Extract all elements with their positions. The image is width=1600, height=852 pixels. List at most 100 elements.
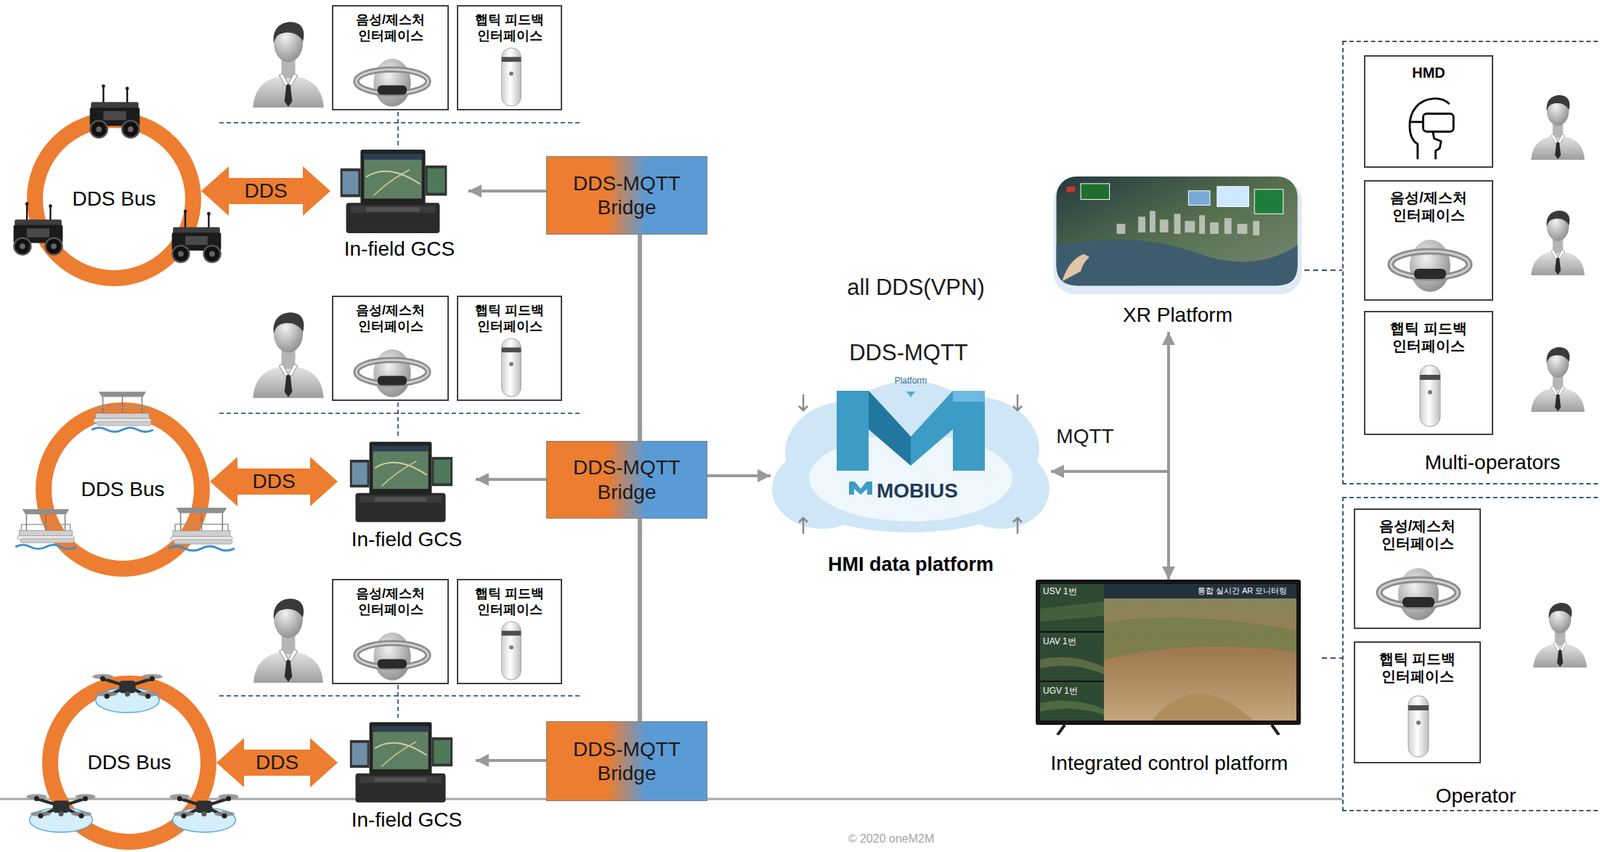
- edge-label: DDS: [250, 470, 297, 494]
- node-text: 음성/제스처 인터페이스: [1366, 517, 1469, 552]
- ground-control-station: In-field GCS: [337, 719, 476, 836]
- dds-bus-ring: DDS Bus: [42, 675, 217, 850]
- monitor-picture: [1035, 579, 1301, 735]
- haptic-picture: [501, 338, 522, 397]
- bridge-box: DDS-MQTT Bridge: [546, 156, 708, 235]
- node-text: 햅틱 피드백 인터페이스: [462, 302, 558, 335]
- node-text: 음성/제스처 인터페이스: [343, 302, 438, 335]
- node-text: USV 1번: [1042, 586, 1102, 597]
- headset-picture: [1390, 239, 1470, 292]
- boat-picture: [15, 509, 77, 550]
- xr-platform: XR Platform: [1050, 173, 1305, 332]
- data-flow-arrow: [475, 758, 547, 762]
- headset-picture: [356, 58, 429, 107]
- bridge-box: DDS-MQTT Bridge: [546, 440, 708, 519]
- node-text: In-field GCS: [330, 236, 469, 262]
- node-text: 음성/제스처 인터페이스: [343, 12, 438, 44]
- operator-figure: [252, 21, 1587, 683]
- ground-control-station: In-field GCS: [337, 438, 476, 555]
- integrated-control-monitor: 통합 실시간 AR 모니터링 USV 1번 UAV 1번 UGV 1번 Integrat…: [1016, 579, 1322, 783]
- interface-box: 음성/제스처 인터페이스: [331, 295, 449, 401]
- data-flow-arrow: [468, 189, 547, 193]
- interface-box: 햅틱 피드백 인터페이스: [456, 578, 563, 685]
- drone-picture: [169, 793, 239, 833]
- dds-link-arrow: [209, 456, 338, 507]
- haptic-picture: [1408, 695, 1429, 757]
- data-flow-arrow: [707, 474, 771, 478]
- edge-label: DDS: [242, 180, 289, 203]
- hmi-data-platform-cloud: PlatformMOBIUSHMI data platform: [770, 372, 1051, 584]
- node-text: Multi-operators: [1372, 450, 1600, 475]
- haptic-picture: [501, 621, 522, 680]
- headset-picture: [1379, 567, 1458, 621]
- node-text: 햅틱 피드백 인터페이스: [462, 586, 558, 618]
- data-flow-arrow: [1050, 471, 1169, 580]
- node-text: Integrated control platform: [1016, 750, 1322, 776]
- haptic-picture: [501, 47, 522, 107]
- multi-operator-group: Multi-operators HMD 음성/제스처 인터페이스햅틱 피드백 인터페…: [1342, 40, 1600, 485]
- boat-picture: [168, 507, 235, 551]
- edge-label: DDS: [254, 751, 300, 775]
- node-text: DDS-MQTT Bridge: [561, 455, 693, 505]
- copyright-note: © 2020 oneM2M: [848, 831, 935, 846]
- protocol-label: DDS-MQTT: [849, 339, 969, 367]
- drone-picture: [26, 793, 96, 833]
- interface-box: 음성/제스처 인터페이스: [331, 578, 449, 685]
- interface-box: 햅틱 피드백 인터페이스: [456, 295, 563, 401]
- gcs-picture: [350, 441, 453, 523]
- node-text: DDS-MQTT Bridge: [561, 737, 693, 786]
- node-text: Platform: [867, 375, 955, 386]
- gcs-picture: [350, 721, 453, 803]
- interface-box: 음성/제스처 인터페이스: [331, 5, 449, 111]
- dds-link-arrow: [201, 166, 331, 216]
- node-text: 음성/제스처 인터페이스: [1377, 188, 1480, 224]
- interface-box: 음성/제스처 인터페이스: [1363, 180, 1494, 301]
- node-text: MOBIUS: [876, 478, 1001, 504]
- drone-picture: [92, 673, 162, 713]
- node-text: 햅틱 피드백 인터페이스: [1366, 650, 1469, 685]
- node-text: In-field GCS: [337, 807, 476, 833]
- node-text: UAV 1번: [1042, 636, 1102, 647]
- node-text: 음성/제스처 인터페이스: [343, 586, 438, 618]
- node-text: 햅틱 피드백 인터페이스: [462, 12, 558, 44]
- interface-box: 햅틱 피드백 인터페이스: [1353, 641, 1481, 764]
- robot-picture: [13, 201, 64, 255]
- robot-picture: [172, 209, 222, 263]
- edge-label: MQTT: [1054, 425, 1115, 449]
- node-text: UGV 1번: [1042, 685, 1102, 696]
- dds-link-arrow: [216, 737, 338, 788]
- bridge-link-line: [637, 518, 643, 722]
- node-text: DDS Bus: [35, 477, 210, 502]
- node-text: Operator: [1401, 783, 1550, 809]
- headset-picture: [356, 632, 429, 681]
- node-text: DDS Bus: [26, 186, 202, 212]
- operator-group: Operator 음성/제스처 인터페이스햅틱 피드백 인터페이스: [1342, 496, 1600, 812]
- interface-box: HMD: [1363, 55, 1494, 168]
- dds-bus-ring: DDS Bus: [26, 111, 202, 287]
- node-text: 통합 실시간 AR 모니터링: [1188, 586, 1297, 596]
- protocol-label: all DDS(VPN): [846, 273, 985, 301]
- dashed-link: [1304, 269, 1343, 271]
- bridge-link-line: [637, 234, 643, 441]
- data-flow-arrow: [475, 477, 547, 481]
- node-text: 햅틱 피드백 인터페이스: [1377, 319, 1480, 355]
- node-text: In-field GCS: [337, 527, 476, 552]
- dashed-link: [1321, 657, 1343, 659]
- interface-box: 햅틱 피드백 인터페이스: [456, 5, 563, 111]
- haptic-picture: [1419, 365, 1441, 427]
- gcs-picture: [340, 149, 448, 234]
- hmd-picture: [1409, 98, 1454, 160]
- interface-box: 음성/제스처 인터페이스: [1353, 508, 1481, 629]
- dds-bus-ring: DDS Bus: [35, 402, 210, 577]
- interface-box: 햅틱 피드백 인터페이스: [1363, 310, 1494, 436]
- boat-picture: [91, 391, 154, 432]
- data-flow-arrow: [1050, 331, 1169, 472]
- node-illustration: [770, 372, 1051, 584]
- xr-picture: [1053, 176, 1303, 295]
- node-text: XR Platform: [1050, 302, 1305, 328]
- headset-picture: [356, 349, 429, 398]
- node-text: HMD: [1377, 63, 1480, 82]
- robot-picture: [90, 84, 141, 138]
- node-text: DDS-MQTT Bridge: [561, 171, 693, 221]
